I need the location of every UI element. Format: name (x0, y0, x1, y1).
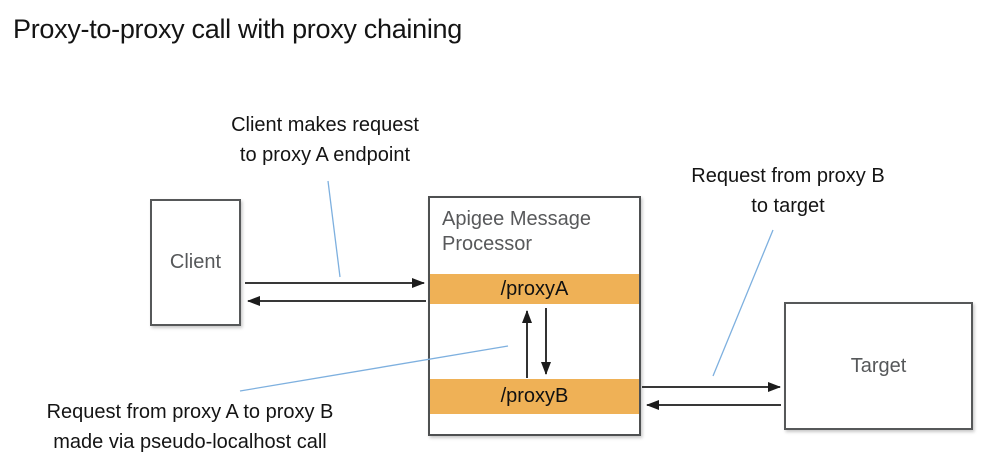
proxy-b-bar: /proxyB (430, 379, 639, 414)
annotation-client-request-line1: Client makes request (231, 114, 419, 136)
target-label: Target (850, 354, 907, 377)
annotation-proxya-to-proxyb-line2: made via pseudo-localhost call (53, 431, 327, 453)
annotation-proxyb-to-target-line2: to target (751, 195, 825, 217)
leader-line-client-request (327, 180, 341, 278)
client-label: Client (169, 251, 222, 273)
processor-label: Apigee Message Processor (442, 208, 591, 255)
target-box: Target (784, 302, 973, 430)
proxy-b-label: /proxyB (500, 385, 569, 407)
leader-line-proxyb-to-target (712, 229, 774, 377)
annotation-proxyb-to-target-line1: Request from proxy B (691, 165, 885, 187)
annotation-client-request: Client makes request to proxy A endpoint (165, 110, 485, 170)
diagram-title: Proxy-to-proxy call with proxy chaining (13, 14, 462, 44)
processor-box: Apigee Message Processor /proxyA /proxyB (428, 196, 641, 436)
annotation-proxyb-to-target: Request from proxy B to target (638, 161, 938, 221)
annotation-client-request-line2: to proxy A endpoint (239, 144, 411, 166)
proxy-a-label: /proxyA (500, 277, 569, 300)
client-box: Client (150, 199, 241, 326)
annotation-proxya-to-proxyb: Request from proxy A to proxy B made via… (5, 397, 375, 457)
proxy-a-bar: /proxyA (430, 274, 639, 304)
annotation-proxya-to-proxyb-line1: Request from proxy A to proxy B (46, 401, 334, 423)
